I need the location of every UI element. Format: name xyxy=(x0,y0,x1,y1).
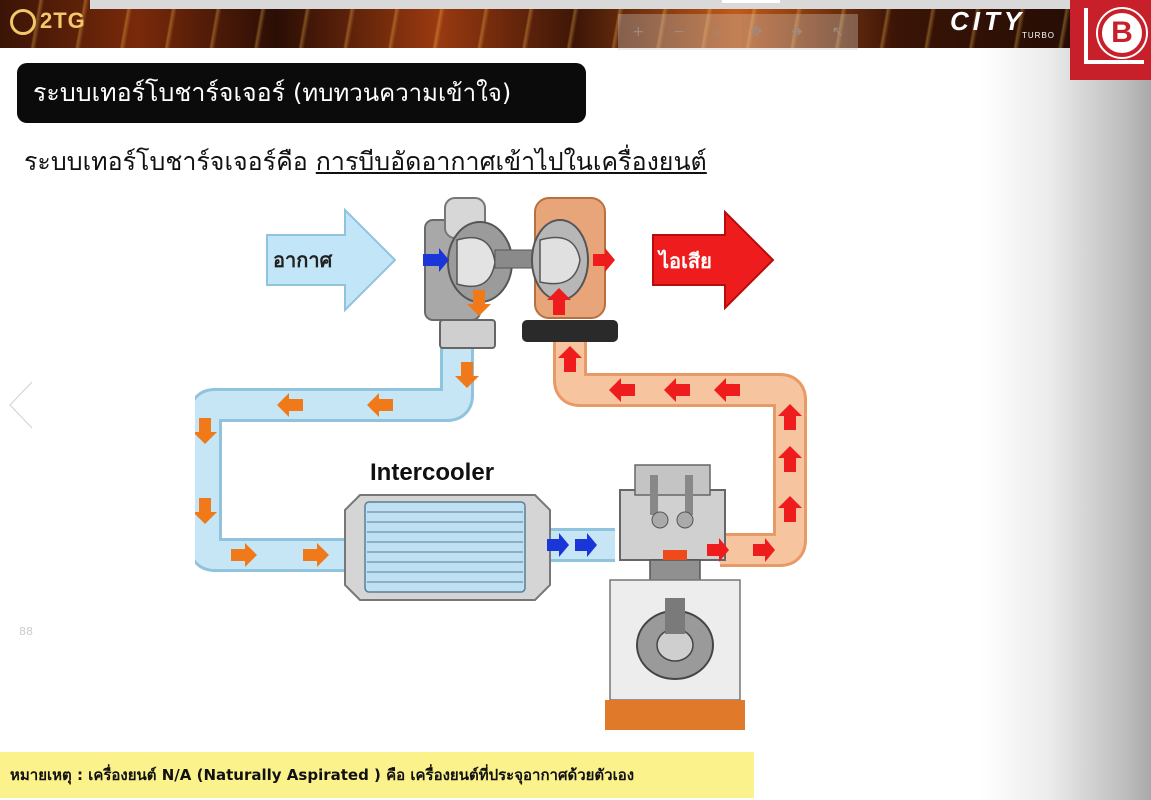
badge-letter: B xyxy=(1098,9,1146,57)
badge-bar-vertical xyxy=(1084,8,1088,64)
orange-arrow-down-1 xyxy=(455,362,479,388)
red-arrow-right-2 xyxy=(753,538,775,562)
badge-bar-horizontal xyxy=(1084,60,1144,64)
minus-icon[interactable]: − xyxy=(673,24,685,40)
orange-arrow-down-2 xyxy=(195,418,217,444)
exhaust-label: ไอเสีย xyxy=(657,249,712,273)
orange-arrow-right-2 xyxy=(303,543,329,567)
b-badge-logo: B xyxy=(1070,0,1151,80)
brand-logo-text: CITY xyxy=(950,6,1026,36)
orange-arrow-down-3 xyxy=(195,498,217,524)
red-arrow-left-3 xyxy=(609,378,635,402)
blue-arrow-1 xyxy=(547,533,569,557)
slide-title: ระบบเทอร์โบชาร์จเจอร์ (ทบทวนความเข้าใจ) xyxy=(17,63,586,123)
slide-watermark-mark: 88 xyxy=(19,625,33,638)
intercooler-unit: Intercooler xyxy=(344,459,551,601)
blue-flow-arrow-turbo xyxy=(423,248,449,272)
exhaust-outlet-arrow: ไอเสีย xyxy=(652,209,775,311)
pointer-icon[interactable]: ↖ xyxy=(831,24,844,40)
red-arrow-left-2 xyxy=(664,378,690,402)
title-main: ระบบเทอร์โบชาร์จเจอร์ xyxy=(33,78,286,107)
title-paren: (ทบทวนความเข้าใจ) xyxy=(293,79,512,107)
subtitle-underlined: การบีบอัดอากาศเข้าไปในเครื่องยนต์ xyxy=(315,147,707,176)
red-arrow-left-1 xyxy=(714,378,740,402)
note-bar: หมายเหตุ : เครื่องยนต์ N/A (Naturally As… xyxy=(0,752,754,798)
slide-subtitle: ระบบเทอร์โบชาร์จเจอร์คือ การบีบอัดอากาศเ… xyxy=(24,142,707,182)
plus-icon[interactable]: + xyxy=(632,24,645,40)
zoom-icon[interactable]: ⌕ xyxy=(713,24,722,40)
orange-flow-arrow-turbo-down xyxy=(467,290,491,316)
slide-toolbar: + − ⌕ ✥ ➜ ↖ xyxy=(618,14,858,50)
subtitle-lead: ระบบเทอร์โบชาร์จเจอร์คือ xyxy=(24,147,308,176)
orange-arrow-right-1 xyxy=(231,543,257,567)
brand-logo-subtext: TURBO xyxy=(1022,31,1055,40)
air-label: อากาศ xyxy=(273,248,334,272)
orange-arrow-left-1 xyxy=(367,393,393,417)
red-arrow-up-4 xyxy=(558,346,582,372)
red-arrow-right-1 xyxy=(707,538,729,562)
blue-arrow-2 xyxy=(575,533,597,557)
gear-logo-icon xyxy=(10,9,36,36)
orange-arrow-left-2 xyxy=(277,393,303,417)
air-inlet-arrow: อากาศ xyxy=(266,207,397,313)
turbo-diagram: อากาศ ไอเสีย xyxy=(195,197,807,730)
banner-tab-indicator[interactable] xyxy=(722,0,780,3)
right-side-shade xyxy=(980,48,1151,800)
logo-2tg: 2TG xyxy=(10,8,86,36)
red-arrow-up-1 xyxy=(778,496,802,522)
next-icon[interactable]: ➜ xyxy=(791,24,803,40)
red-arrow-up-3 xyxy=(778,404,802,430)
red-flow-arrow-turbo-out xyxy=(593,248,615,272)
red-arrow-up-2 xyxy=(778,446,802,472)
move-icon[interactable]: ✥ xyxy=(750,24,763,40)
engine-block xyxy=(605,464,745,730)
banner-top-strip xyxy=(90,0,1150,9)
logo-text: 2TG xyxy=(40,8,86,33)
red-flow-arrow-turbo-up xyxy=(547,288,571,315)
turbocharger xyxy=(424,197,618,349)
previous-slide-arrow-icon[interactable] xyxy=(6,380,36,430)
intercooler-label: Intercooler xyxy=(370,459,494,486)
